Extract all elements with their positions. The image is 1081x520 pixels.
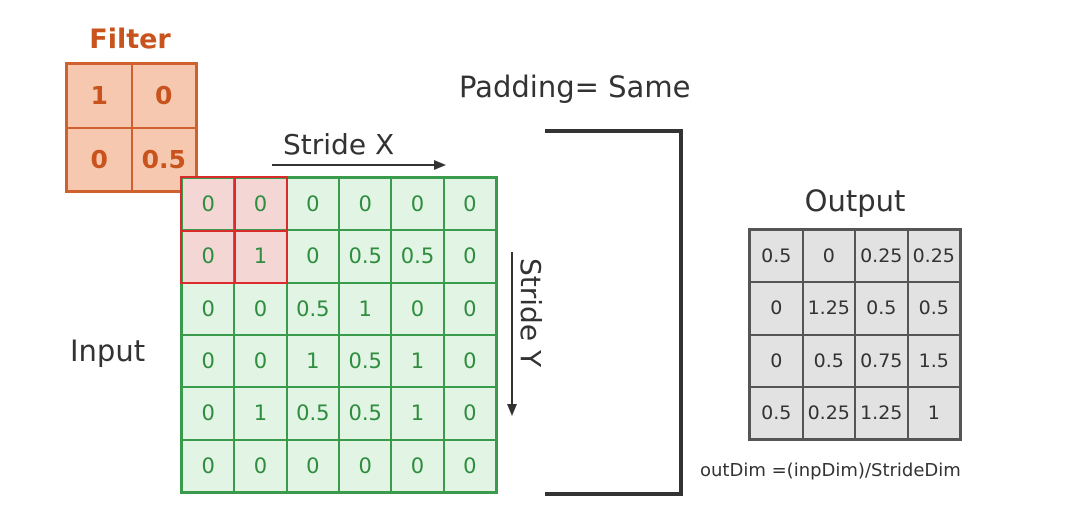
padding-label: Padding= Same	[459, 70, 691, 104]
output-cell: 0	[750, 334, 803, 387]
output-cell: 0.25	[802, 386, 855, 439]
input-grid: 0 0 0 0 0 0 0 1 0 0.5 0.5 0 0 0 0.5 1 0 …	[180, 176, 498, 494]
stride-x-arrow-icon	[272, 160, 446, 170]
input-cell: 0	[286, 178, 339, 231]
input-cell: 0	[234, 178, 287, 231]
input-cell: 0	[182, 439, 235, 492]
filter-grid: 1 0 0 0.5	[65, 62, 198, 193]
input-cell: 0	[182, 334, 235, 388]
input-cell: 0	[391, 178, 444, 231]
input-cell: 0.5	[286, 387, 339, 440]
formula-text: outDim =(inpDim)/StrideDim	[700, 460, 961, 481]
input-cell: 0	[443, 178, 496, 231]
output-cell: 1	[907, 386, 960, 439]
stride-y-arrow-icon	[507, 252, 517, 416]
input-cell: 0.5	[338, 387, 392, 440]
output-cell: 1.25	[855, 386, 908, 439]
input-cell: 0	[338, 178, 392, 231]
input-cell: 0	[286, 230, 339, 283]
input-cell: 1	[234, 387, 287, 440]
input-cell: 0	[234, 282, 287, 335]
input-cell: 0	[443, 230, 496, 283]
output-grid: 0.5 0 0.25 0.25 0 1.25 0.5 0.5 0 0.5 0.7…	[748, 228, 962, 441]
input-cell: 0	[391, 282, 444, 335]
input-cell: 0	[234, 439, 287, 492]
output-cell: 0.5	[802, 334, 855, 387]
filter-cell: 0	[67, 127, 132, 191]
input-cell: 0.5	[391, 230, 444, 283]
input-cell: 1	[338, 282, 392, 335]
filter-cell: 1	[67, 64, 132, 128]
output-title: Output	[804, 184, 906, 218]
input-cell: 1	[234, 230, 287, 283]
input-cell: 0	[234, 334, 287, 388]
input-cell: 0	[391, 439, 444, 492]
input-cell: 0	[443, 439, 496, 492]
input-cell: 1	[391, 334, 444, 388]
output-cell: 0.5	[750, 230, 803, 283]
input-cell: 0	[182, 282, 235, 335]
padding-bracket-icon	[545, 129, 683, 496]
filter-cell: 0.5	[131, 127, 196, 191]
output-cell: 0.5	[907, 282, 960, 335]
output-cell: 0.5	[750, 386, 803, 439]
output-cell: 1.25	[802, 282, 855, 335]
input-cell: 1	[286, 334, 339, 388]
input-cell: 0.5	[338, 334, 392, 388]
output-cell: 0.25	[907, 230, 960, 283]
input-cell: 0	[182, 178, 235, 231]
output-cell: 0.5	[855, 282, 908, 335]
filter-title: Filter	[89, 24, 171, 55]
output-cell: 1.5	[907, 334, 960, 387]
input-cell: 0	[286, 439, 339, 492]
input-cell: 1	[391, 387, 444, 440]
input-cell: 0	[443, 282, 496, 335]
input-cell: 0	[182, 387, 235, 440]
output-cell: 0	[750, 282, 803, 335]
input-cell: 0.5	[338, 230, 392, 283]
input-cell: 0	[443, 387, 496, 440]
input-label: Input	[70, 334, 146, 368]
output-cell: 0.75	[855, 334, 908, 387]
output-cell: 0	[802, 230, 855, 283]
input-cell: 0	[182, 230, 235, 283]
filter-cell: 0	[131, 64, 196, 128]
input-cell: 0	[338, 439, 392, 492]
stride-x-label: Stride X	[283, 128, 395, 161]
input-cell: 0	[443, 334, 496, 388]
input-cell: 0.5	[286, 282, 339, 335]
output-cell: 0.25	[855, 230, 908, 283]
